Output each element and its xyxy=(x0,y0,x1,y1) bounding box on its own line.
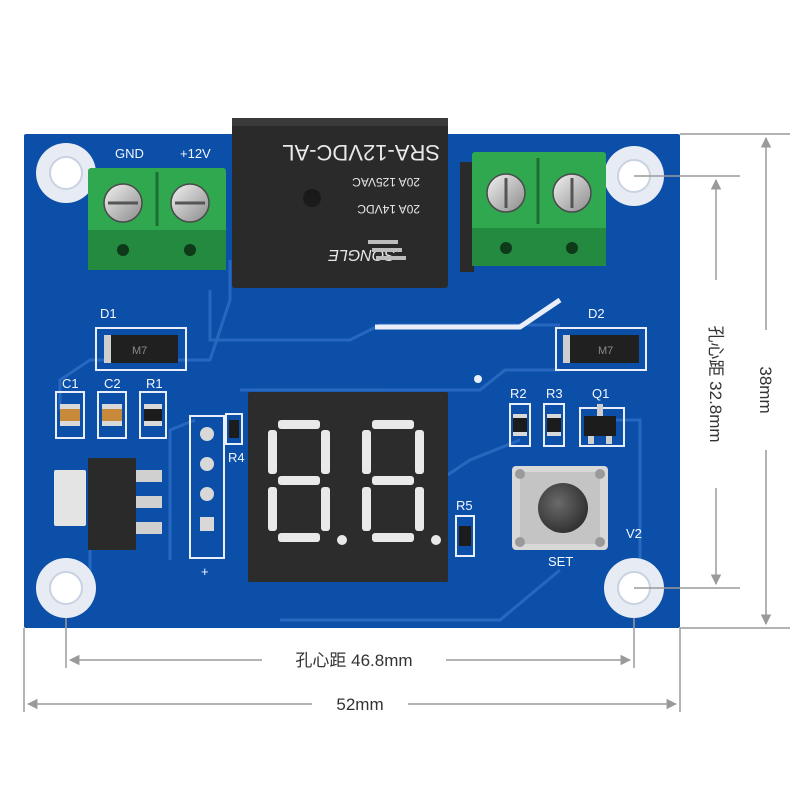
label-r1: R1 xyxy=(146,376,163,391)
label-q1: Q1 xyxy=(592,386,609,401)
pcb-dot xyxy=(474,375,482,383)
label-r2: R2 xyxy=(510,386,527,401)
label-r5: R5 xyxy=(456,498,473,513)
resistor-r2 xyxy=(509,403,531,447)
dimension-width: 52mm xyxy=(336,695,383,714)
label-12v: +12V xyxy=(180,146,211,161)
label-d1: D1 xyxy=(100,306,117,321)
capacitor-c2 xyxy=(97,391,127,439)
label-d2: D2 xyxy=(588,306,605,321)
header-pins xyxy=(189,415,225,559)
resistor-r4 xyxy=(225,413,243,445)
capacitor-c1 xyxy=(55,391,85,439)
label-r4: R4 xyxy=(228,450,245,465)
resistor-r5 xyxy=(455,515,475,557)
resistor-r1 xyxy=(139,391,167,439)
set-button xyxy=(512,466,608,550)
relay-rating-2: 20A 14VDC xyxy=(357,202,420,216)
relay-model: SRA-12VDC-AL xyxy=(282,140,440,165)
transistor-q1 xyxy=(579,404,625,447)
dimension-hole-horizontal: 孔心距 46.8mm xyxy=(295,651,412,670)
mounting-hole-top-left xyxy=(36,143,96,203)
label-c2: C2 xyxy=(104,376,121,391)
diode-d1: M7 xyxy=(95,327,187,371)
resistor-r3 xyxy=(543,403,565,447)
mounting-hole-bottom-left xyxy=(36,558,96,618)
seven-segment-display xyxy=(248,392,448,582)
terminal-block-left xyxy=(88,168,226,270)
dimension-lines xyxy=(23,133,790,712)
label-gnd: GND xyxy=(115,146,144,161)
voltage-regulator xyxy=(54,458,162,550)
label-v2: V2 xyxy=(626,526,642,541)
svg-text:M7: M7 xyxy=(132,345,147,357)
digit-1 xyxy=(268,420,347,545)
label-c1: C1 xyxy=(62,376,79,391)
diode-d2: M7 xyxy=(555,327,647,371)
pcb-white-trace xyxy=(375,297,562,330)
dimension-hole-vertical: 孔心距 32.8mm xyxy=(706,325,725,442)
terminal-block-right xyxy=(460,152,606,272)
dimension-height: 38mm xyxy=(756,366,775,413)
digit-2 xyxy=(362,420,441,545)
relay-rating-1: 20A 125VAC xyxy=(352,175,420,189)
label-r3: R3 xyxy=(546,386,563,401)
svg-text:M7: M7 xyxy=(598,345,613,357)
label-plus: + xyxy=(201,564,209,579)
relay: SRA-12VDC-AL 20A 125VAC 20A 14VDC SONGLE xyxy=(232,118,448,288)
label-set: SET xyxy=(548,554,573,569)
relay-logo-icon xyxy=(368,240,406,260)
